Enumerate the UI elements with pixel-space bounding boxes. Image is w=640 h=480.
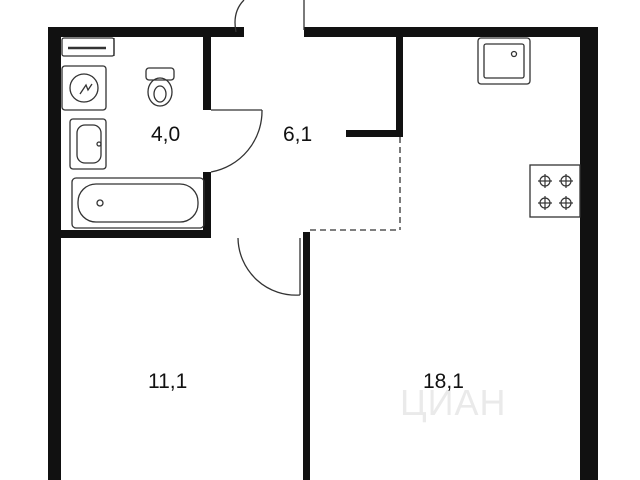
hallway-area-label: 6,1: [283, 123, 312, 146]
washing-machine-icon: [61, 65, 107, 111]
wall-left: [48, 27, 61, 480]
stove-icon: [529, 164, 581, 218]
interior-walls: [61, 37, 403, 480]
wall-right: [580, 27, 598, 480]
bathroom-area-label: 4,0: [151, 123, 180, 146]
wall-bath-right-lower: [203, 172, 211, 237]
bathroom-fixtures: [61, 37, 205, 229]
wall-bath-bottom: [61, 230, 211, 238]
bedroom-door: [237, 237, 301, 296]
sink-icon: [69, 118, 107, 170]
wall-bath-right-upper: [203, 37, 211, 110]
kitchen-fixtures: [477, 37, 581, 218]
bathroom-door: [210, 109, 263, 173]
wall-bedroom-right: [303, 232, 310, 480]
kitchen-zone-boundary: [310, 137, 401, 231]
kitchen-living-area-label: 18,1: [423, 370, 464, 393]
wall-kitchen-stub: [346, 130, 403, 137]
wall-top-left: [48, 27, 244, 37]
watermark-text: ЦИАН: [400, 382, 507, 423]
kitchen-sink-icon: [477, 37, 531, 85]
outer-walls: [48, 27, 598, 480]
bathtub-icon: [71, 177, 205, 229]
wall-kitchen-partition: [396, 37, 403, 137]
entry-door: [234, 0, 305, 33]
toilet-icon: [145, 67, 175, 107]
bedroom-area-label: 11,1: [148, 370, 187, 393]
wall-top-right: [304, 27, 598, 37]
